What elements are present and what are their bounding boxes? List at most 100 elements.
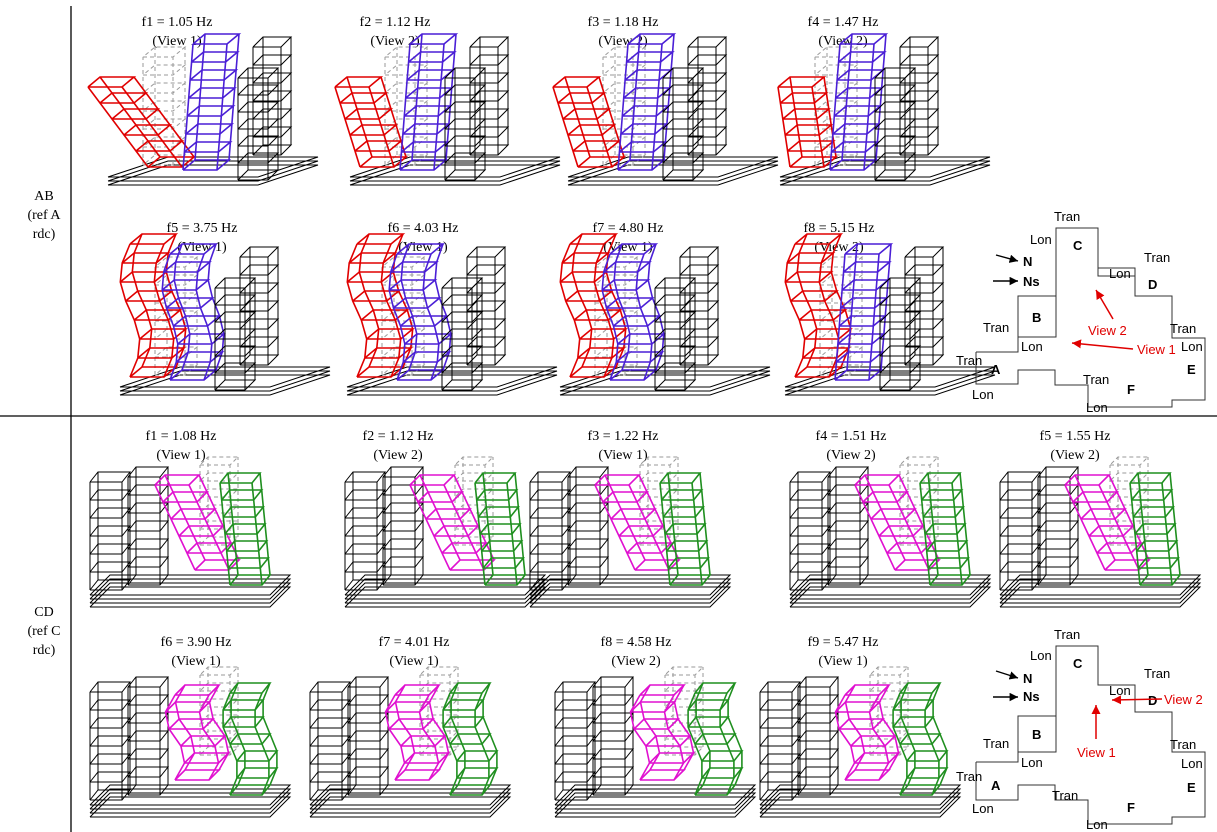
lon-label: Lon xyxy=(1030,648,1052,663)
frequency-label: f6 = 4.03 Hz xyxy=(387,221,459,236)
frequency-label: f8 = 4.58 Hz xyxy=(600,635,672,650)
row-label-line: CD xyxy=(34,605,54,620)
block-label-c: C xyxy=(1073,656,1083,671)
model-ab-1 xyxy=(87,33,319,186)
model-cd-4 xyxy=(789,456,992,608)
frequency-label: f7 = 4.80 Hz xyxy=(592,221,664,236)
north-label: N xyxy=(1023,671,1032,686)
block-label-d: D xyxy=(1148,277,1157,292)
frequency-label: f5 = 1.55 Hz xyxy=(1039,429,1111,444)
tran-label: Tran xyxy=(983,320,1009,335)
plan-diagram-ab: A B C D E F N Ns Tran Lon Tran Lon Tran … xyxy=(956,209,1206,415)
model-ab-3 xyxy=(552,33,779,186)
view-label: (View 2) xyxy=(611,654,661,669)
lon-label: Lon xyxy=(1021,339,1043,354)
block-label-e: E xyxy=(1187,780,1196,795)
panel-title-cd-f8: f8 = 4.58 Hz (View 2) xyxy=(561,633,711,671)
panel-title-cd-f6: f6 = 3.90 Hz (View 1) xyxy=(121,633,271,671)
tran-label: Tran xyxy=(956,769,982,784)
plan-outline-inner xyxy=(1018,296,1057,338)
lon-label: Lon xyxy=(1086,817,1108,832)
panel-title-ab-f1: f1 = 1.05 Hz (View 1) xyxy=(102,13,252,51)
model-cd-6 xyxy=(89,666,292,818)
frequency-label: f8 = 5.15 Hz xyxy=(803,221,875,236)
lon-label: Lon xyxy=(1181,756,1203,771)
tran-label: Tran xyxy=(1052,788,1078,803)
view-label: (View 2) xyxy=(826,448,876,463)
frequency-label: f2 = 1.12 Hz xyxy=(359,15,431,30)
panel-title-cd-f7: f7 = 4.01 Hz (View 1) xyxy=(339,633,489,671)
block-label-e: E xyxy=(1187,362,1196,377)
frequency-label: f2 = 1.12 Hz xyxy=(362,429,434,444)
model-cd-5 xyxy=(999,456,1202,608)
view-2-label: View 2 xyxy=(1164,692,1203,707)
lon-label: Lon xyxy=(1021,755,1043,770)
model-ab-5 xyxy=(119,233,331,396)
model-ab-7 xyxy=(559,233,771,396)
tran-label: Tran xyxy=(1054,209,1080,224)
view-label: (View 1) xyxy=(171,654,221,669)
tran-label: Tran xyxy=(1144,250,1170,265)
lon-label: Lon xyxy=(1181,339,1203,354)
frequency-label: f4 = 1.47 Hz xyxy=(807,15,879,30)
lon-label: Lon xyxy=(972,387,994,402)
view-1-label: View 1 xyxy=(1077,745,1116,760)
tran-label: Tran xyxy=(1170,321,1196,336)
north-label: N xyxy=(1023,254,1032,269)
frequency-label: f1 = 1.08 Hz xyxy=(145,429,217,444)
panel-title-cd-f2: f2 = 1.12 Hz (View 2) xyxy=(323,427,473,465)
block-label-a: A xyxy=(991,778,1001,793)
plan-outline-inner xyxy=(1097,268,1135,277)
row-label-cd: CD (ref C rdc) xyxy=(14,603,74,660)
view-label: (View 2) xyxy=(373,448,423,463)
tran-label: Tran xyxy=(983,736,1009,751)
north-arrow xyxy=(995,254,1019,263)
block-label-d: D xyxy=(1148,693,1157,708)
tran-label: Tran xyxy=(956,353,982,368)
model-ab-2 xyxy=(334,33,561,186)
model-ab-6 xyxy=(346,233,558,396)
block-label-a: A xyxy=(991,362,1001,377)
row-label-ab: AB (ref A rdc) xyxy=(14,187,74,244)
panel-title-ab-f2: f2 = 1.12 Hz (View 2) xyxy=(320,13,470,51)
panel-title-cd-f4: f4 = 1.51 Hz (View 2) xyxy=(776,427,926,465)
view-label: (View 1) xyxy=(598,448,648,463)
frequency-label: f3 = 1.18 Hz xyxy=(587,15,659,30)
frequency-label: f5 = 3.75 Hz xyxy=(166,221,238,236)
view-2-label: View 2 xyxy=(1088,323,1127,338)
row-label-line: (ref A xyxy=(27,208,61,223)
view-1-label: View 1 xyxy=(1137,342,1176,357)
row-label-line: AB xyxy=(34,189,54,204)
frequency-label: f6 = 3.90 Hz xyxy=(160,635,232,650)
panel-title-cd-f9: f9 = 5.47 Hz (View 1) xyxy=(768,633,918,671)
panel-title-cd-f1: f1 = 1.08 Hz (View 1) xyxy=(106,427,256,465)
row-label-line: (ref C xyxy=(27,624,61,639)
north-s-label: Ns xyxy=(1023,689,1040,704)
tran-label: Tran xyxy=(1083,372,1109,387)
block-label-b: B xyxy=(1032,310,1041,325)
model-cd-8 xyxy=(554,666,757,818)
row-label-line: rdc) xyxy=(32,643,56,658)
block-label-c: C xyxy=(1073,238,1083,253)
view-2-arrow xyxy=(1111,695,1163,705)
lon-label: Lon xyxy=(1109,683,1131,698)
model-cd-1 xyxy=(89,456,292,608)
view-label: (View 2) xyxy=(370,34,420,49)
view-1-arrow xyxy=(1071,339,1134,350)
view-label: (View 1) xyxy=(156,448,206,463)
tran-label: Tran xyxy=(1170,737,1196,752)
north-arrow xyxy=(995,670,1019,680)
block-label-f: F xyxy=(1127,382,1135,397)
tran-label: Tran xyxy=(1054,627,1080,642)
view-label: (View 1) xyxy=(389,654,439,669)
north-s-label: Ns xyxy=(1023,274,1040,289)
lon-label: Lon xyxy=(1109,266,1131,281)
model-cd-9 xyxy=(759,666,962,818)
frequency-label: f3 = 1.22 Hz xyxy=(587,429,659,444)
tran-label: Tran xyxy=(1144,666,1170,681)
lon-label: Lon xyxy=(1086,400,1108,415)
model-cd-7 xyxy=(309,666,512,818)
frequency-label: f4 = 1.51 Hz xyxy=(815,429,887,444)
panel-title-cd-f3: f3 = 1.22 Hz (View 1) xyxy=(548,427,698,465)
